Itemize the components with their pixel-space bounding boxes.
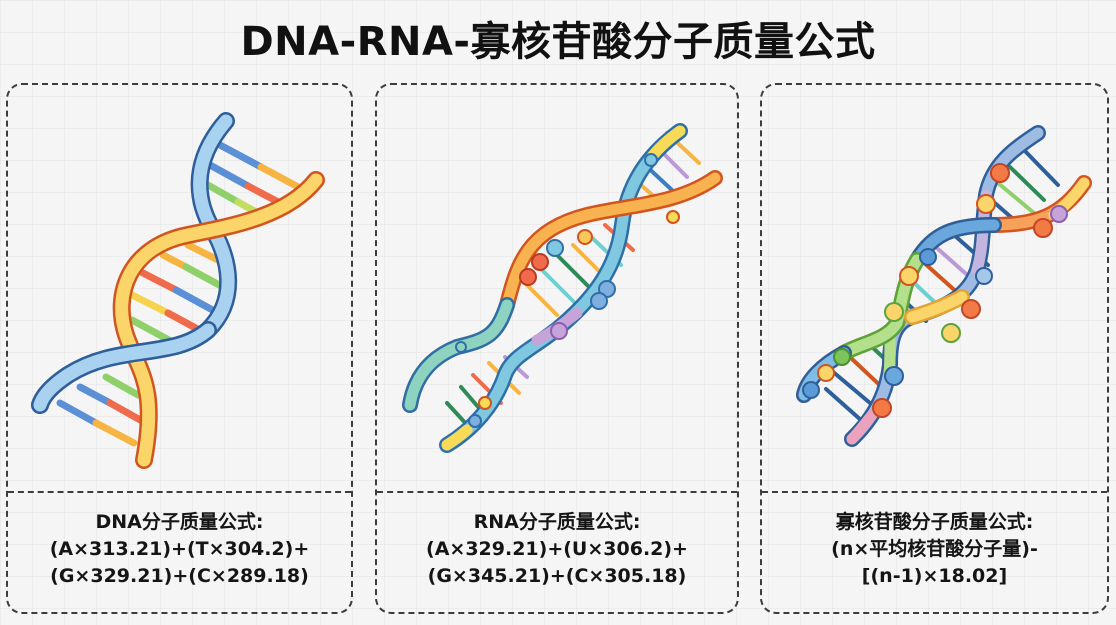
dna-formula-line-2: (G×329.21)+(C×289.18) bbox=[50, 565, 309, 587]
rna-formula-line-1: (A×329.21)+(U×306.2)+ bbox=[426, 538, 688, 560]
oligonucleotide-illustration-area bbox=[762, 85, 1107, 493]
dna-double-helix-icon bbox=[31, 112, 325, 469]
dna-formula-line-1: (A×313.21)+(T×304.2)+ bbox=[49, 538, 310, 560]
oligonucleotide-helix-icon bbox=[796, 125, 1092, 447]
rna-illustration-area bbox=[377, 85, 737, 493]
oligonucleotide-formula: 寡核苷酸分子质量公式: (n×平均核苷酸分子量)- [(n-1)×18.02] bbox=[762, 493, 1107, 612]
dna-panel: DNA分子质量公式: (A×313.21)+(T×304.2)+ (G×329.… bbox=[6, 83, 353, 614]
oligonucleotide-formula-line-2: [(n-1)×18.02] bbox=[861, 565, 1008, 587]
oligonucleotide-panel: 寡核苷酸分子质量公式: (n×平均核苷酸分子量)- [(n-1)×18.02] bbox=[760, 83, 1109, 614]
oligonucleotide-formula-line-1: (n×平均核苷酸分子量)- bbox=[831, 538, 1038, 560]
dna-formula: DNA分子质量公式: (A×313.21)+(T×304.2)+ (G×329.… bbox=[8, 493, 351, 612]
rna-panel: RNA分子质量公式: (A×329.21)+(U×306.2)+ (G×345.… bbox=[375, 83, 739, 614]
oligonucleotide-formula-title: 寡核苷酸分子质量公式: bbox=[835, 511, 1034, 533]
page-title: DNA-RNA-寡核苷酸分子质量公式 bbox=[240, 19, 876, 65]
rna-helix-icon bbox=[402, 123, 723, 453]
rna-formula: RNA分子质量公式: (A×329.21)+(U×306.2)+ (G×345.… bbox=[377, 493, 737, 612]
rna-formula-title: RNA分子质量公式: bbox=[473, 511, 641, 533]
dna-formula-title: DNA分子质量公式: bbox=[95, 511, 264, 533]
rna-formula-line-2: (G×345.21)+(C×305.18) bbox=[427, 565, 687, 587]
dna-illustration-area bbox=[8, 85, 351, 493]
